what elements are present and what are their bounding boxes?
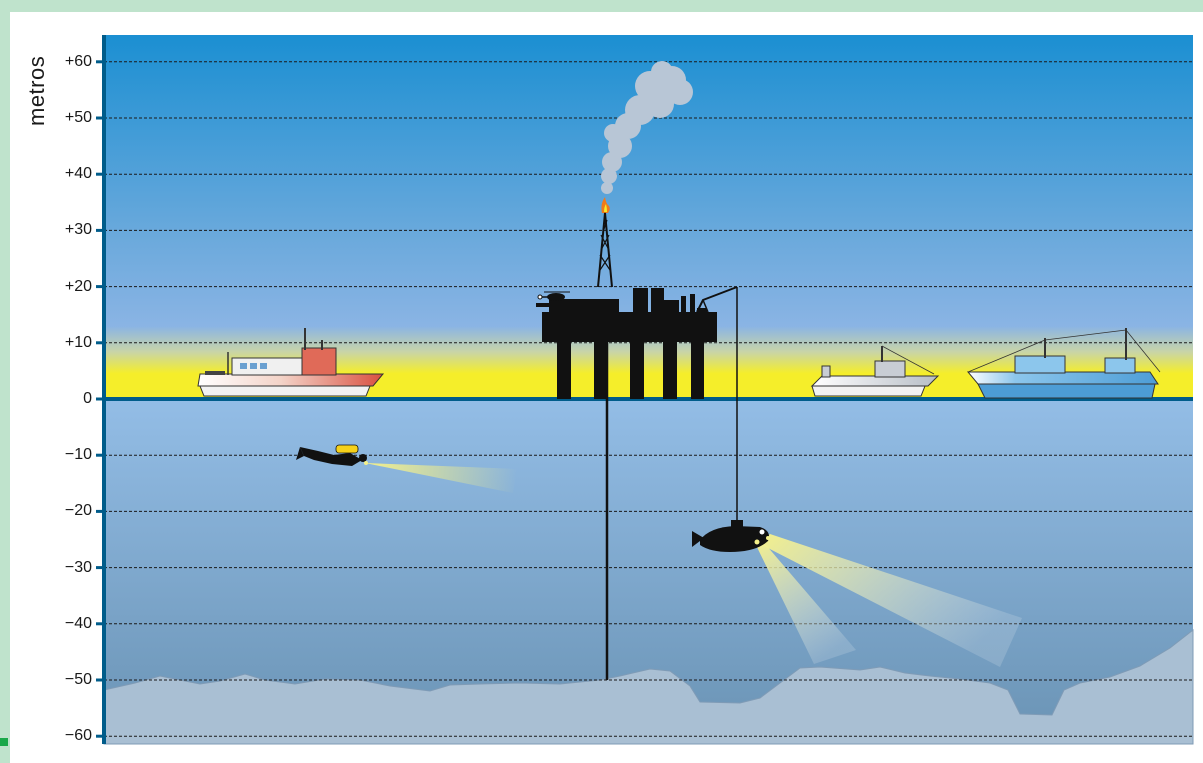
corner-accent (0, 738, 8, 746)
tick-label: −60 (64, 727, 92, 745)
oil-platform-icon (536, 61, 738, 680)
submersible-light-beam-down (754, 541, 856, 664)
tick-label: −40 (64, 614, 92, 632)
tick-label: −20 (64, 502, 92, 520)
blue-fishing-boat (966, 328, 1161, 399)
grey-fishing-boat (810, 345, 940, 397)
tick-label: +60 (64, 52, 92, 70)
tick-label: 0 (83, 390, 92, 407)
submersible-icon (692, 520, 770, 552)
tick-label: +40 (64, 165, 92, 183)
tick-label: −30 (64, 558, 92, 576)
tick-label: +20 (64, 277, 92, 295)
tick-label: +10 (64, 333, 92, 351)
tick-marks (96, 60, 104, 738)
tick-label: −50 (64, 671, 92, 688)
diver-light-beam (365, 463, 517, 493)
submersible-light-beam (758, 534, 1022, 667)
smoke-plume (601, 61, 693, 194)
helicopter-icon (537, 291, 570, 301)
diver-icon (296, 444, 368, 466)
tick-label: −10 (64, 446, 92, 464)
tick-label: +50 (64, 109, 92, 126)
seabed (103, 628, 1194, 745)
red-fishing-boat (197, 328, 385, 397)
tick-label: +30 (64, 221, 92, 239)
